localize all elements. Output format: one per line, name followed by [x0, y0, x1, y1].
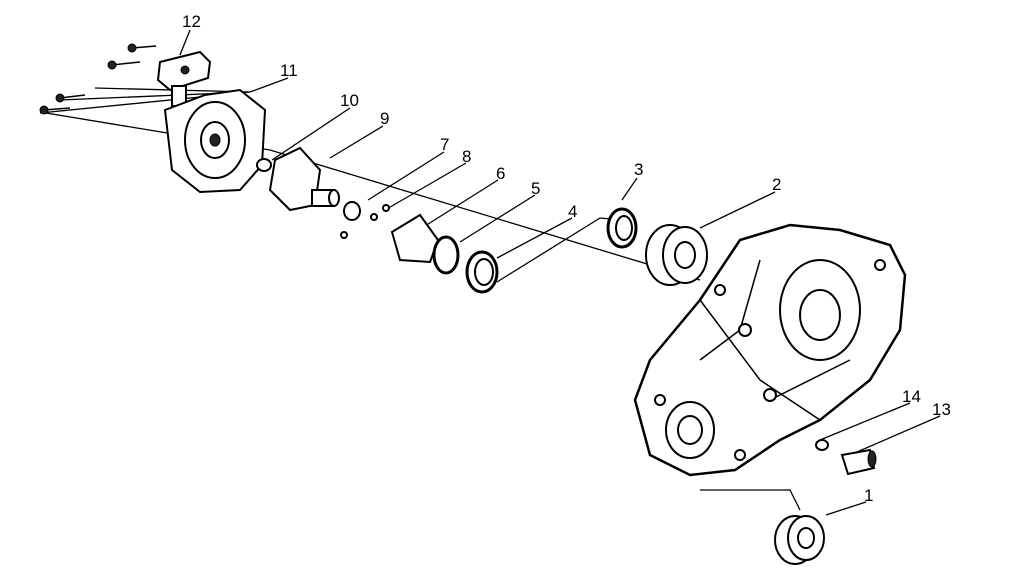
part-1-bearing	[774, 515, 825, 565]
callout-3: 3	[634, 160, 643, 179]
callout-8: 8	[462, 147, 471, 166]
callout-1: 1	[864, 486, 873, 505]
callout-12: 12	[182, 12, 201, 31]
part-10-washer	[256, 158, 272, 172]
callout-10: 10	[340, 91, 359, 110]
part-14-washer	[815, 439, 829, 451]
part-8-pins	[340, 204, 390, 239]
part-9-impeller	[268, 146, 340, 212]
part-3-seal	[606, 207, 638, 249]
callout-4: 4	[568, 202, 577, 221]
callout-11: 11	[280, 61, 298, 80]
part-7-o-ring	[343, 201, 361, 221]
callout-13: 13	[932, 400, 951, 419]
callout-5: 5	[531, 179, 540, 198]
part-2-bearing	[645, 224, 708, 286]
callout-14: 14	[902, 387, 921, 406]
part-5-o-ring	[432, 235, 460, 275]
part-13-plug	[840, 448, 877, 476]
callout-2: 2	[772, 175, 781, 194]
callout-labels: 12 11 10 9 7 8 6 5 4 3 2 14 13 1	[182, 12, 951, 505]
callout-9: 9	[380, 109, 389, 128]
callout-7: 7	[440, 135, 449, 154]
callout-6: 6	[496, 164, 505, 183]
part-4-seal	[465, 250, 499, 294]
part-12-sensor	[39, 43, 212, 115]
crankcase-housing	[633, 223, 907, 477]
part-11-cover	[163, 88, 267, 194]
